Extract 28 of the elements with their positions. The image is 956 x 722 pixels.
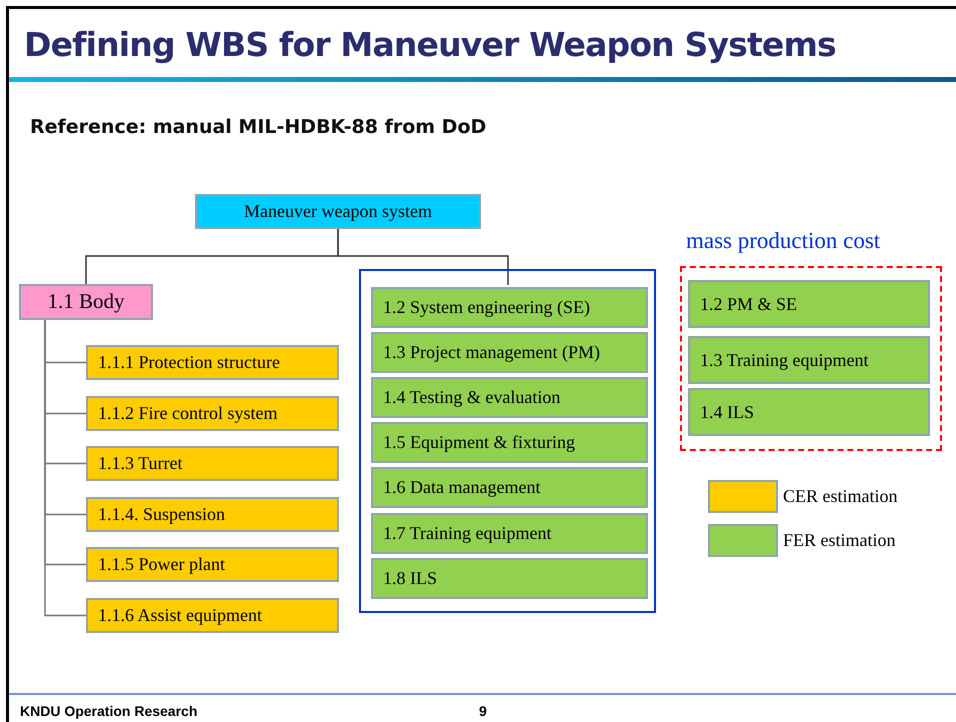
cer-item-box: 1.1.5 Power plant <box>86 547 339 582</box>
connector-line <box>44 320 86 616</box>
branch-box: 1.1 Body <box>19 284 153 320</box>
legend-label: CER estimation <box>783 485 898 508</box>
cer-item-box: 1.1.3 Turret <box>86 446 339 481</box>
connector-line <box>337 229 509 285</box>
fer-item-box: 1.4 Testing & evaluation <box>371 377 648 418</box>
fer-item-box: 1.6 Data management <box>371 467 648 508</box>
cer-item-box: 1.1.1 Protection structure <box>86 345 339 380</box>
reference-note: Reference: manual MIL-HDBK-88 from DoD <box>30 115 486 140</box>
fer-item-box: 1.3 Project management (PM) <box>371 332 648 373</box>
fer-item-box: 1.4 ILS <box>688 388 930 436</box>
fer-item-box: 1.2 PM & SE <box>688 280 930 328</box>
legend-label: FER estimation <box>783 529 896 552</box>
fer-item-box: 1.2 System engineering (SE) <box>371 287 648 328</box>
cer-item-box: 1.1.2 Fire control system <box>86 396 339 431</box>
fer-item-box: 1.3 Training equipment <box>688 336 930 384</box>
fer-item-box: 1.7 Training equipment <box>371 513 648 554</box>
group-frame <box>359 269 656 613</box>
slide-title: Defining WBS for Maneuver Weapon Systems <box>24 24 836 66</box>
page-number: 9 <box>479 702 487 721</box>
footer-text: KNDU Operation Research <box>20 702 198 721</box>
cer-item-box: 1.1.4. Suspension <box>86 497 339 532</box>
group-heading: mass production cost <box>686 227 880 255</box>
fer-item-box: 1.5 Equipment & fixturing <box>371 422 648 463</box>
fer-item-box: 1.8 ILS <box>371 558 648 599</box>
root-box: Maneuver weapon system <box>195 194 481 229</box>
cer-item-box: 1.1.6 Assist equipment <box>86 598 339 633</box>
